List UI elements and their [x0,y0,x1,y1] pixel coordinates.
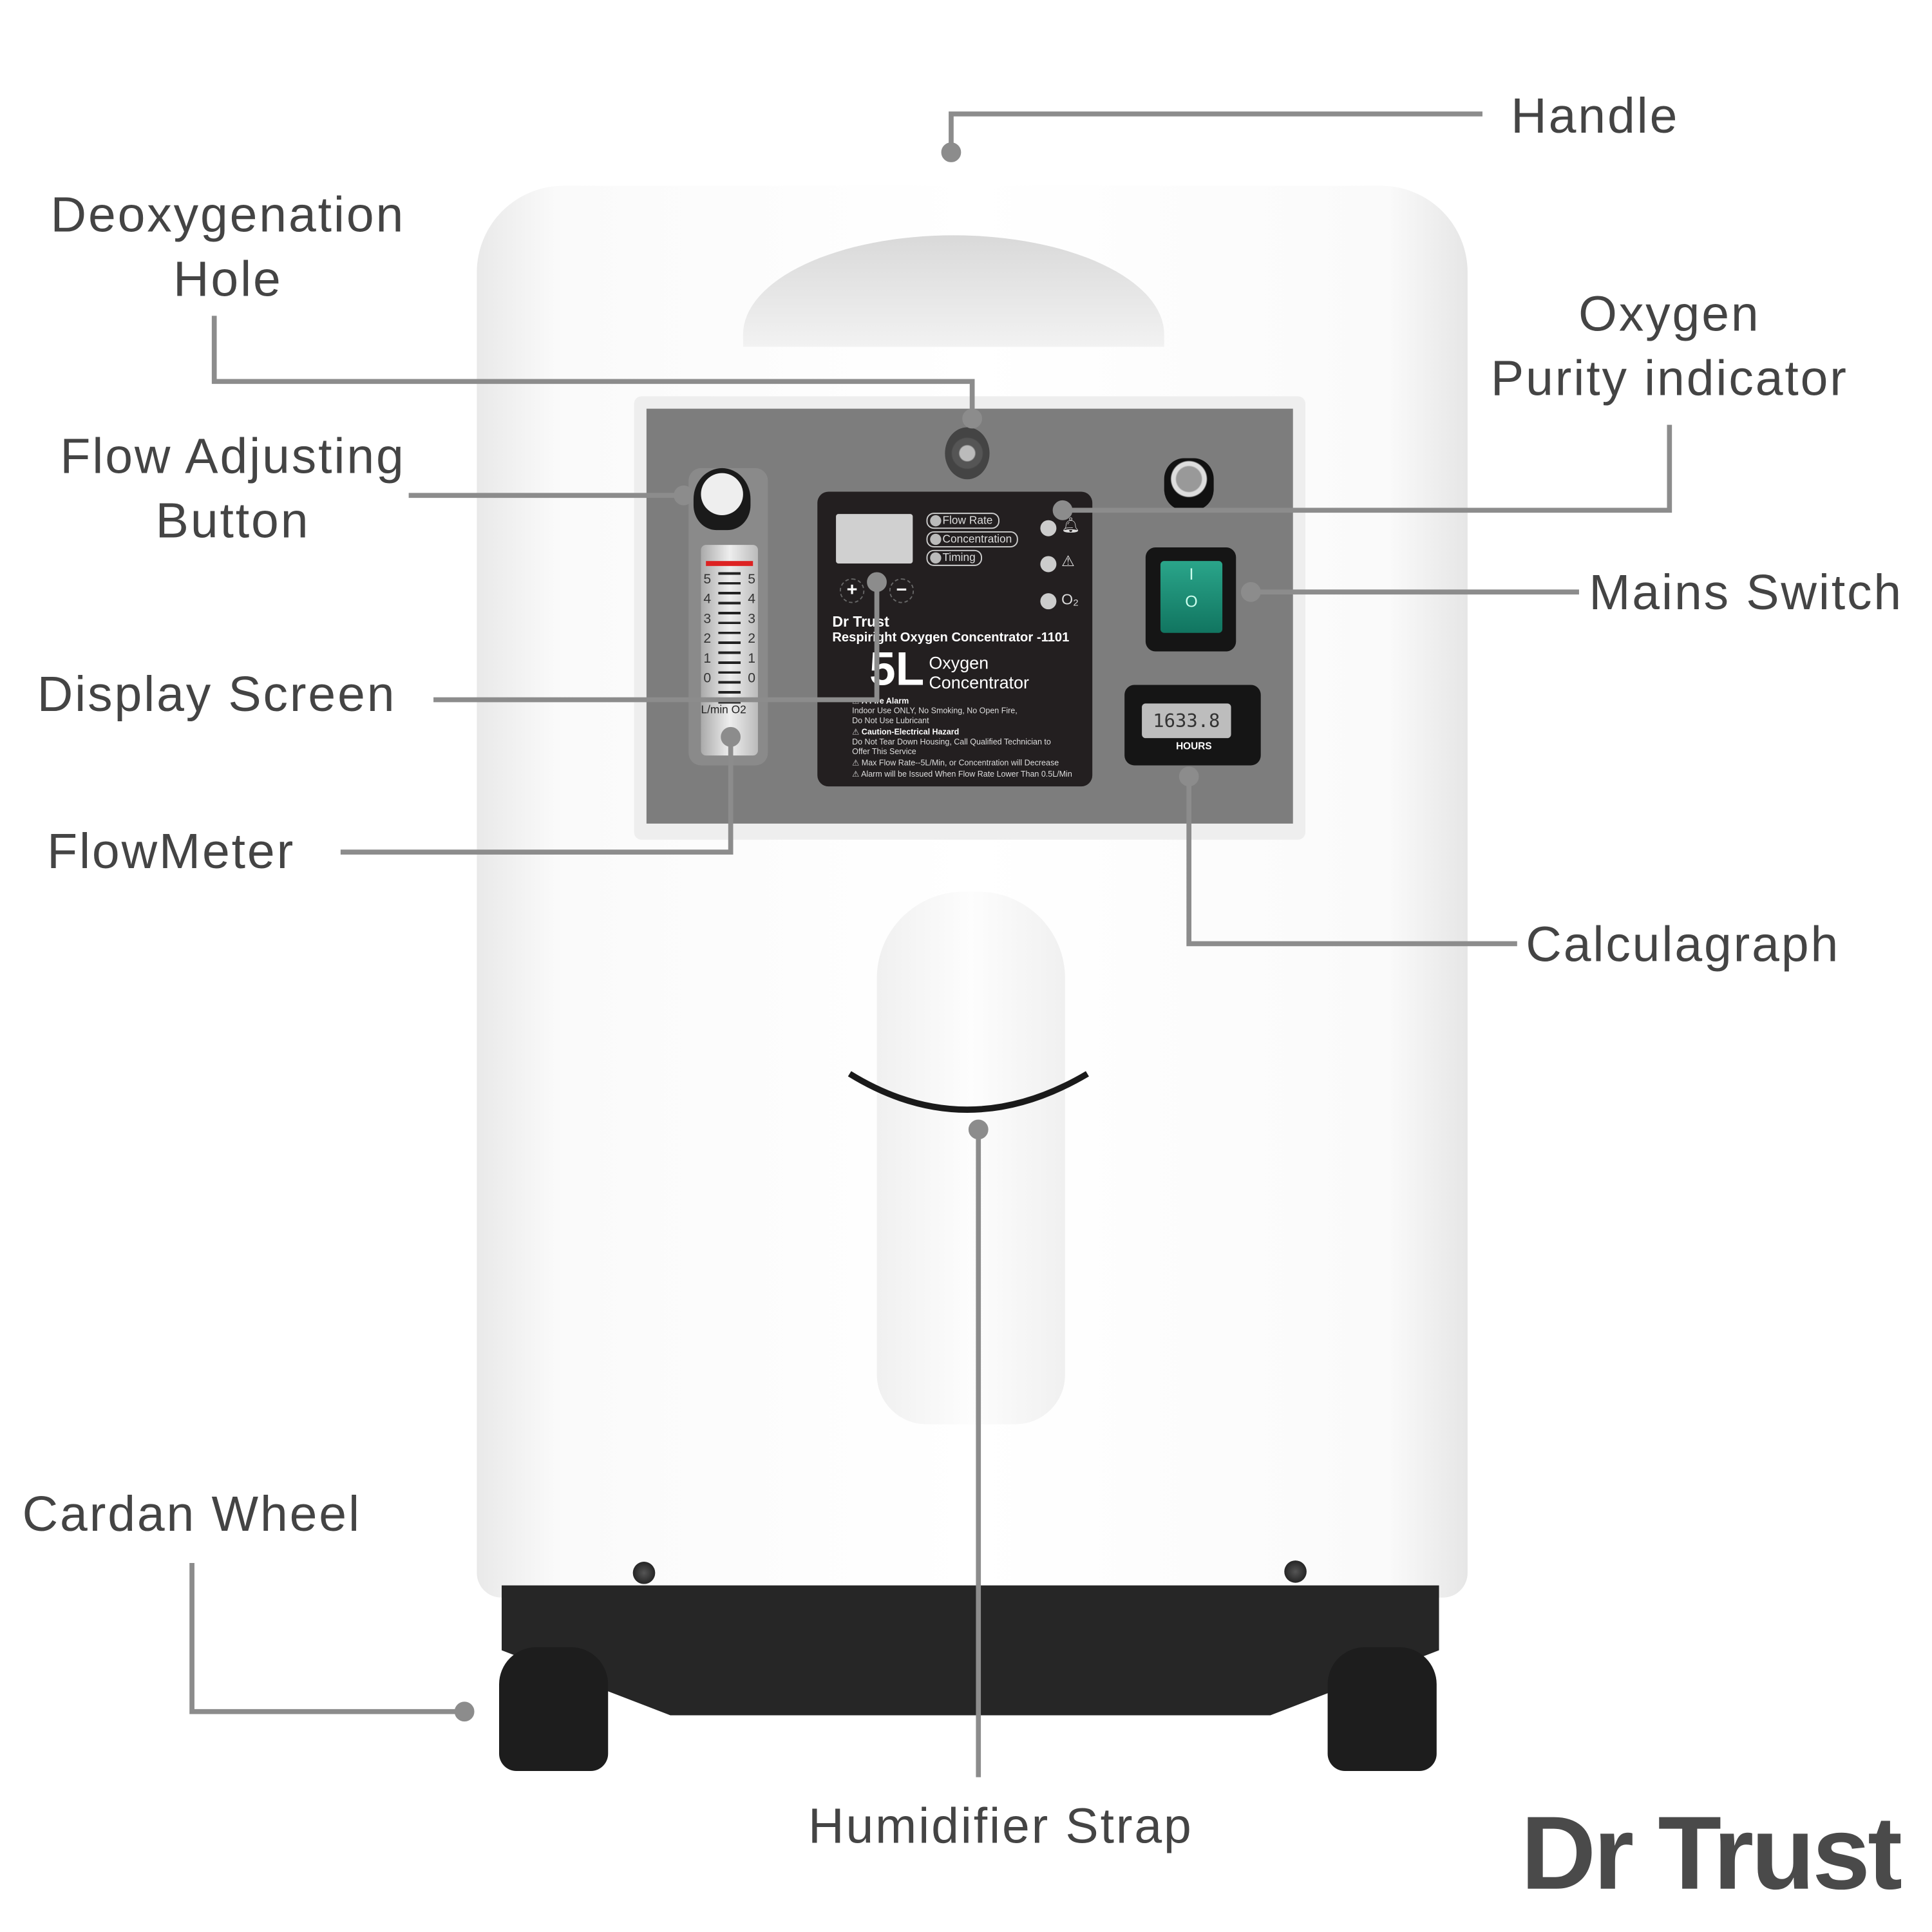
leader-cardan-wheel [189,1562,475,1722]
plus-button[interactable]: + [839,578,865,603]
hour-meter-label: HOURS [1176,741,1212,752]
minus-button[interactable]: − [889,578,914,603]
alarm-led [1040,520,1057,536]
knob-face [701,473,743,516]
model-name: Respiright Oxygen Concentrator -1101 [832,630,1070,645]
wheel-left [499,1647,609,1772]
callout-display-screen: Display Screen [37,667,397,723]
screw [632,1562,656,1584]
screw [1284,1560,1307,1583]
oxygen-outlet [1164,458,1214,511]
hour-meter-value: 1633.8 [1142,703,1231,739]
label-brand: Dr Trust [832,612,889,630]
control-label: Flow Rate Concentration Timing + − 🔔︎ ⚠ … [817,491,1093,787]
flowmeter-unit: L/min O2 [701,703,746,716]
humidifier-recess [876,891,1065,1425]
callout-mains-switch: Mains Switch [1589,565,1904,621]
warning-max-flow: ⚠ Max Flow Rate--5L/Min, or Concentratio… [852,759,1059,768]
wheel-right [1327,1647,1437,1772]
base [501,1585,1439,1716]
flowmeter-max-mark [706,561,753,566]
capacity: 5L [869,644,925,696]
dr-trust-logo: Dr Trust [1520,1794,1902,1911]
display-screen [836,514,913,564]
callout-flowmeter: FlowMeter [47,824,296,880]
callout-calculagraph: Calculagraph [1526,918,1841,972]
o2-indicator-label: O₂ [1061,591,1079,609]
deoxygenation-hole [945,427,990,480]
fault-led [1040,556,1057,573]
callout-handle: Handle [1511,89,1680,144]
warning-icon: ⚠ [1061,552,1075,570]
bell-icon: 🔔︎ [1061,516,1081,534]
leader-handle [941,111,1482,162]
mode-flow-rate: Flow Rate [926,513,999,529]
humidifier-strap [848,1071,1089,1113]
callout-cardan-wheel: Cardan Wheel [22,1487,361,1542]
mode-concentration: Concentration [926,531,1018,548]
mode-timing: Timing [926,549,982,566]
oxygen-purity-led [1040,593,1057,610]
callout-humidifier-strap: Humidifier Strap [808,1799,1193,1854]
warning-low-flow: ⚠ Alarm will be Issued When Flow Rate Lo… [852,770,1072,779]
